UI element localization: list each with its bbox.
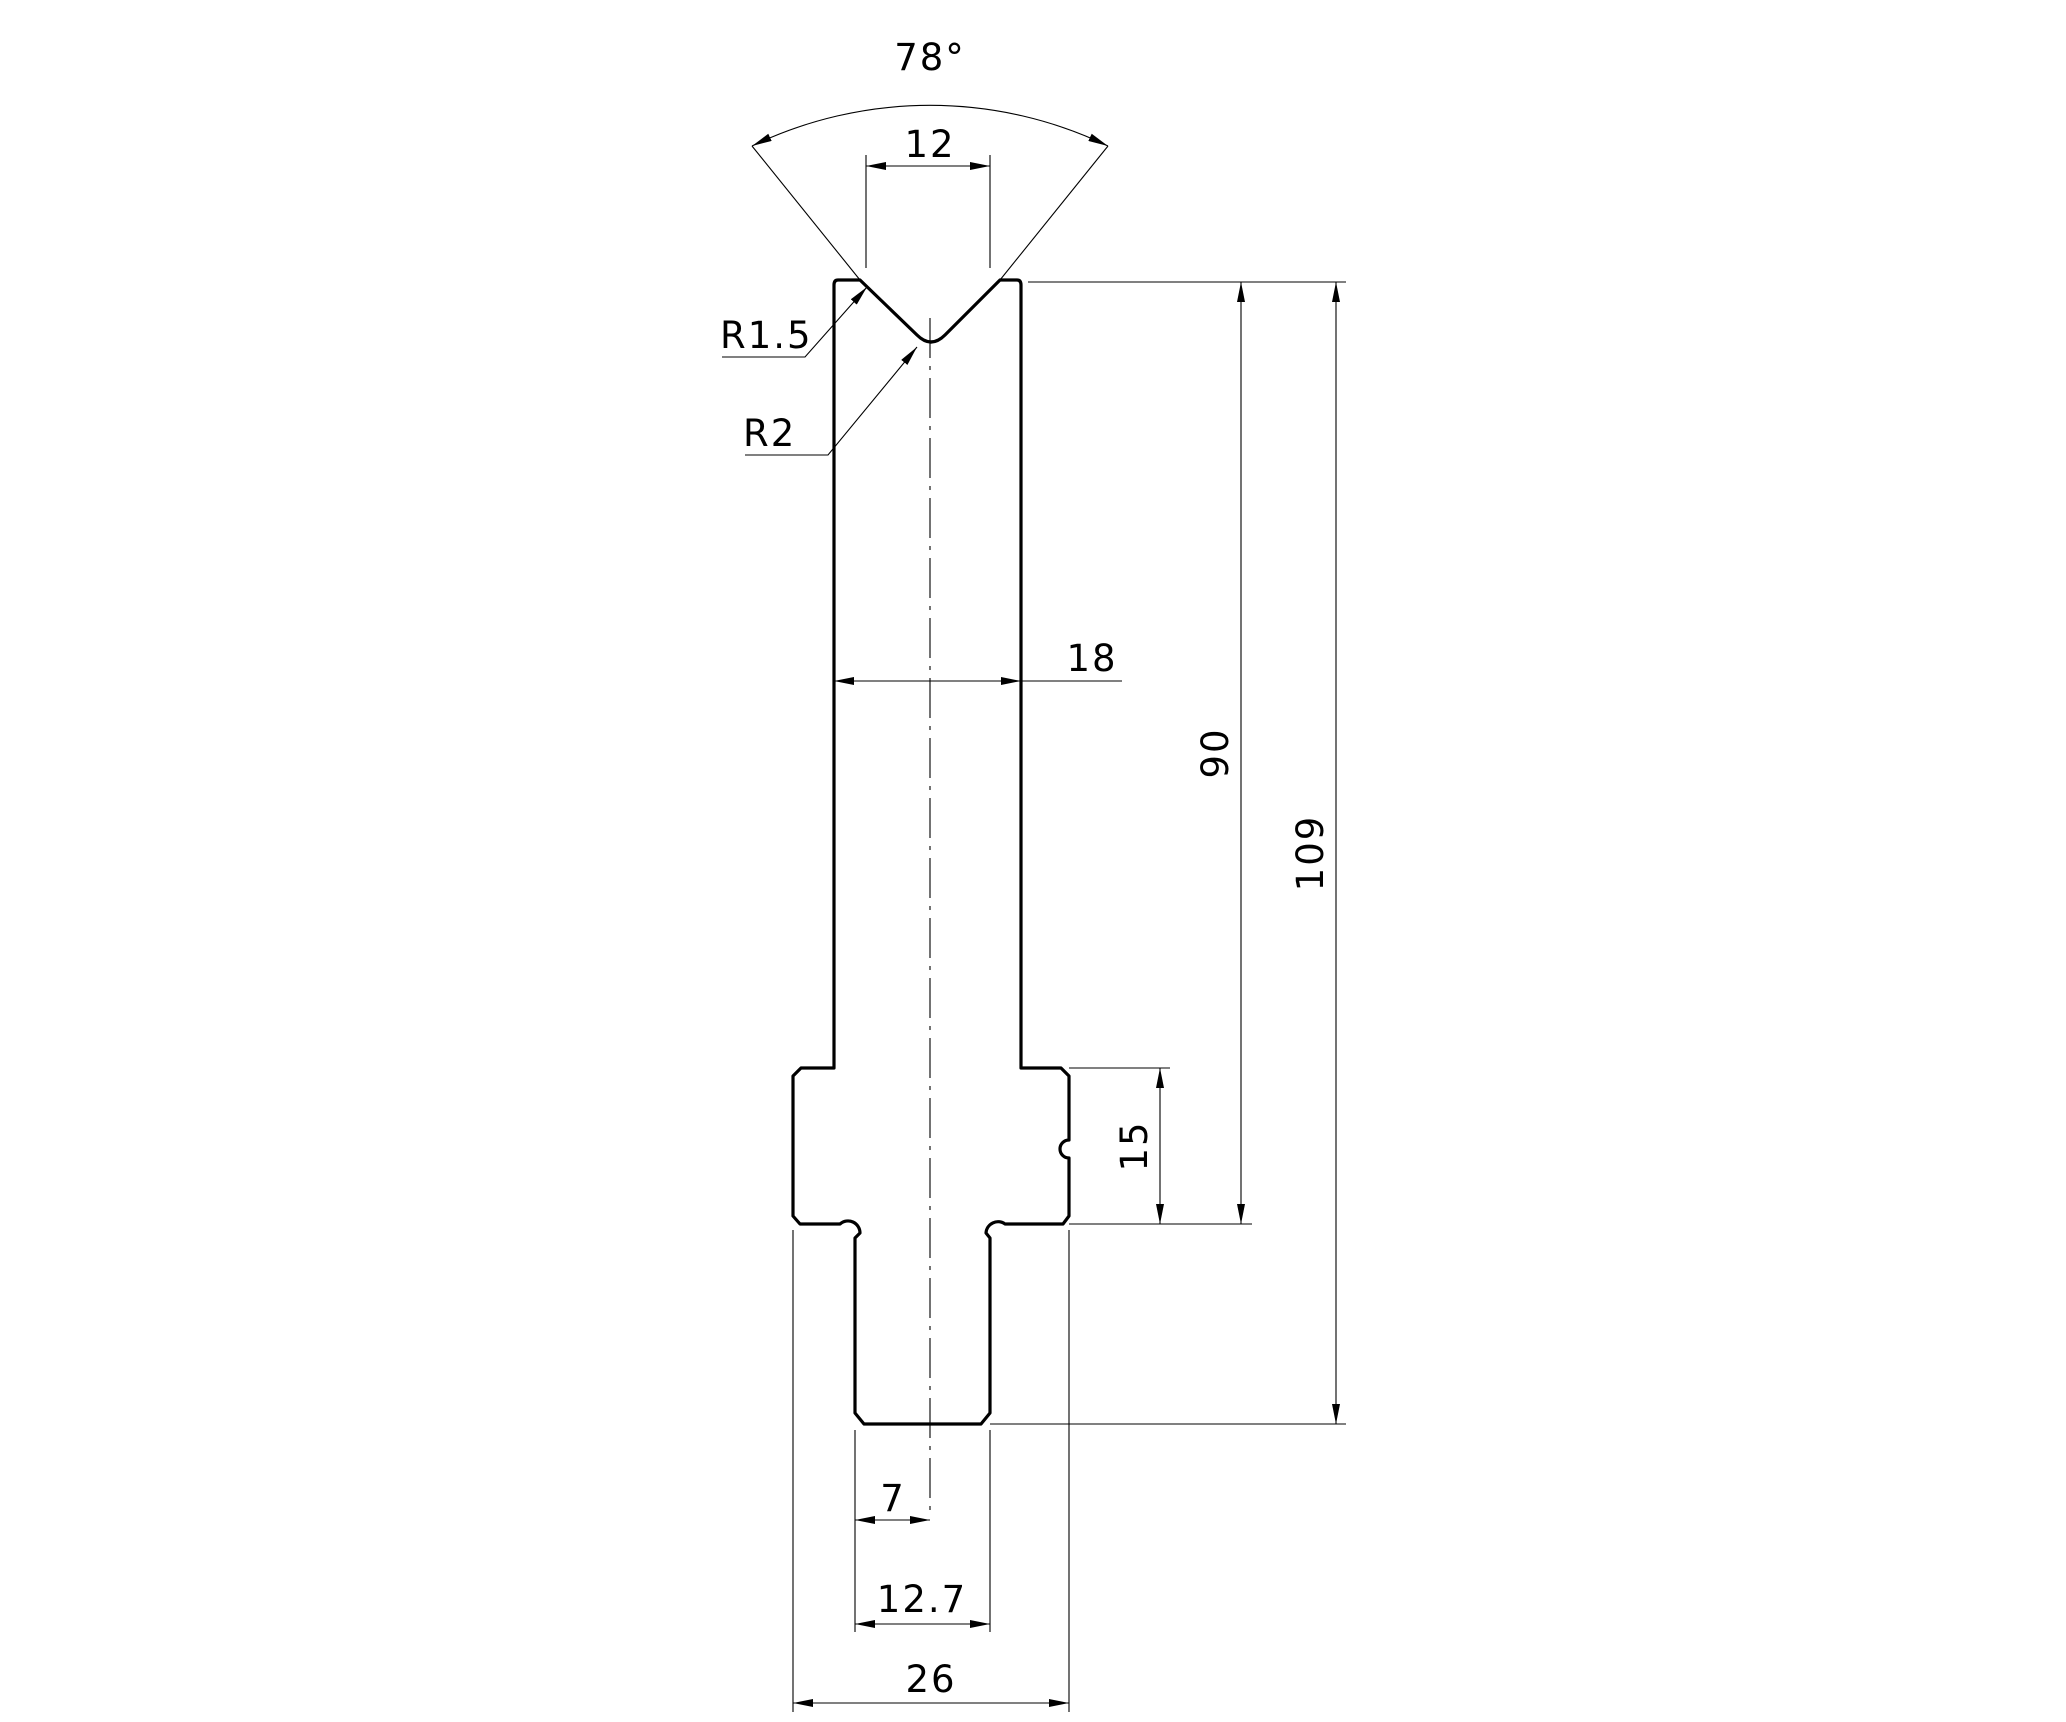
total-height-dimension: 109 [990, 282, 1346, 1425]
angle-dimension: 78° [751, 36, 1109, 281]
total-height-label: 109 [1289, 815, 1332, 892]
tang-width-dimension: 12.7 [855, 1578, 990, 1628]
shoulder-radius-leader: R1.5 [720, 286, 868, 358]
angle-label: 78° [894, 36, 966, 79]
shoulder-radius-label: R1.5 [720, 314, 813, 357]
height-to-shoulder-label: 90 [1194, 727, 1237, 778]
v-opening-label: 12 [904, 123, 955, 166]
tang-half-width-label: 7 [880, 1477, 906, 1520]
tang-width-label: 12.7 [877, 1578, 967, 1621]
tang-half-width-dimension: 7 [855, 1477, 930, 1524]
body-width-label: 18 [1066, 637, 1117, 680]
bottom-radius-label: R2 [743, 412, 796, 455]
v-opening-dimension: 12 [865, 123, 991, 268]
height-to-shoulder-dimension: 90 [1069, 282, 1252, 1225]
shoulder-height-label: 15 [1113, 1120, 1156, 1171]
bottom-radius-leader: R2 [743, 346, 918, 456]
body-width-dimension: 18 [834, 637, 1122, 685]
base-width-label: 26 [905, 1658, 956, 1701]
part-outline [791, 278, 1071, 1426]
base-width-dimension: 26 [793, 1658, 1069, 1707]
shoulder-height-dimension: 15 [1069, 1067, 1170, 1224]
